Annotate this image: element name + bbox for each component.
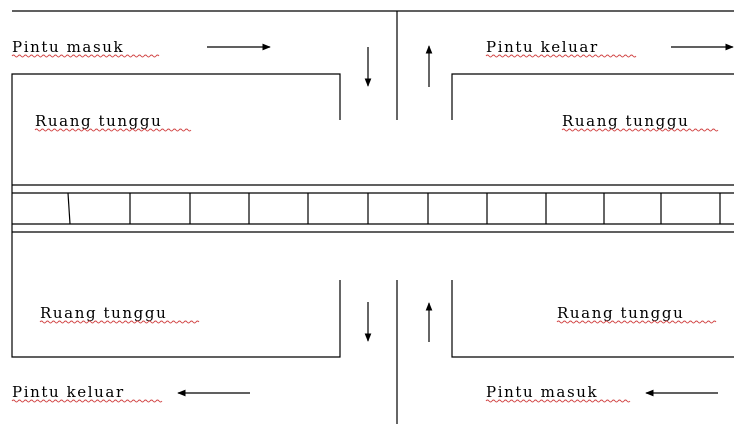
room-bottom-right-outline: [451, 280, 734, 358]
spellcheck-underline: [485, 399, 631, 403]
spellcheck-underline: [11, 54, 160, 58]
label-entrance-top-left: Pintu masuk: [12, 38, 124, 56]
spellcheck-underline: [561, 128, 719, 132]
corridor-cell-divider: [67, 192, 71, 225]
spellcheck-underline: [485, 54, 637, 58]
label-room-bottom-left: Ruang tunggu: [40, 304, 167, 322]
label-room-top-right: Ruang tunggu: [562, 112, 689, 130]
corridor-cells: [67, 192, 721, 225]
label-room-top-left: Ruang tunggu: [35, 112, 162, 130]
label-exit-bottom-left: Pintu keluar: [12, 383, 125, 401]
label-room-bottom-right: Ruang tunggu: [557, 304, 684, 322]
spellcheck-underline: [11, 399, 163, 403]
spellcheck-underline: [34, 128, 192, 132]
room-bottom-left-outline: [11, 232, 341, 358]
room-top-left-outline: [11, 73, 341, 185]
label-exit-top-right: Pintu keluar: [486, 38, 599, 56]
spellcheck-underline: [556, 320, 717, 324]
label-entrance-bottom-right: Pintu masuk: [486, 383, 598, 401]
room-top-right-outline: [451, 73, 734, 120]
spellcheck-underline: [39, 320, 200, 324]
